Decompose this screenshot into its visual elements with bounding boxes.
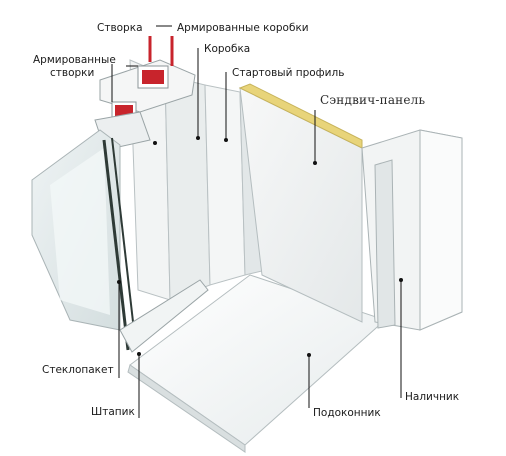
sash-profile: [94, 36, 196, 151]
glass-unit: [31, 129, 137, 351]
frame-reinforcement: [142, 70, 164, 84]
label-sendvich-panel: Сэндвич-панель: [320, 93, 426, 107]
leader-dots: [117, 136, 403, 357]
label-korobka: Коробка: [204, 43, 251, 55]
label-armirovannye-stvorki-line2: створки: [50, 67, 95, 79]
glazing-bead: [119, 279, 209, 353]
label-shtapik: Штапик: [91, 406, 135, 418]
label-startovyi-profil: Стартовый профиль: [232, 67, 345, 79]
leader-lines: [111, 25, 402, 418]
label-armirovannye-korobki: Армированные коробки: [177, 22, 309, 34]
label-steklopaket: Стеклопакет: [42, 364, 114, 376]
label-armirovannye-stvorki-line1: Армированные: [33, 54, 116, 66]
label-podokonnik: Подоконник: [313, 407, 381, 419]
label-stvorka: Створка: [97, 22, 143, 34]
sandwich-panel: [238, 83, 363, 323]
label-nalichnik: Наличник: [405, 391, 460, 403]
trim-casing: [361, 129, 463, 331]
